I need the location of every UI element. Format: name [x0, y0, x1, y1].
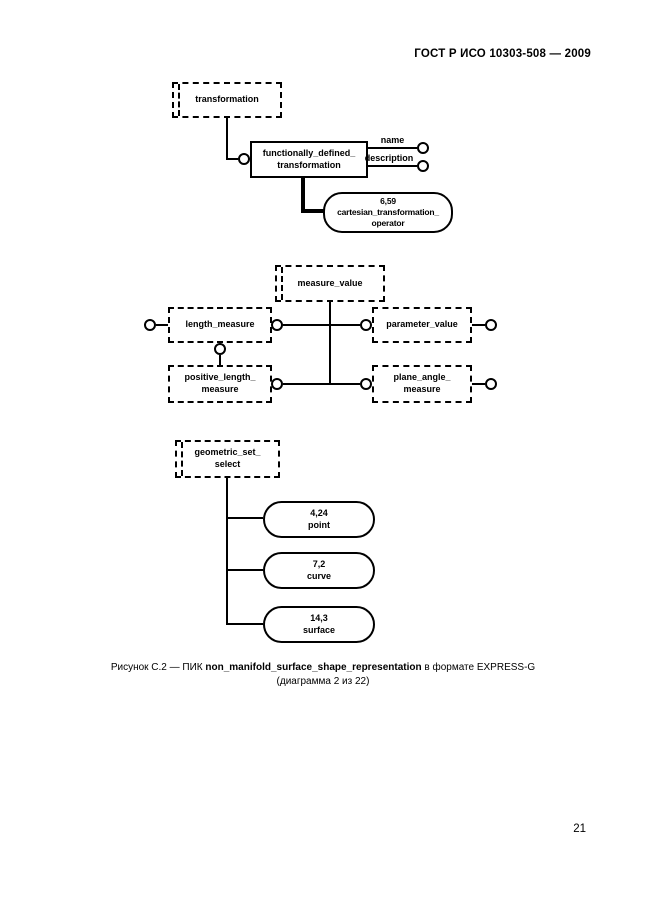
- connector-line: [472, 324, 485, 326]
- node-label-line2: select: [214, 459, 241, 469]
- node-label: transformation: [195, 94, 259, 105]
- relation-circle: [360, 319, 372, 331]
- pageref-number: 4,24: [310, 507, 328, 518]
- node-label-line1: positive_length_: [184, 372, 256, 383]
- pageref-number: 7,2: [312, 558, 326, 569]
- caption-line1: Рисунок С.2 — ПИК non_manifold_surface_s…: [0, 661, 646, 675]
- select-type-bar: [178, 84, 180, 116]
- node-label: surface: [302, 624, 336, 635]
- attribute-label-name: name: [380, 135, 405, 145]
- attribute-label-description: description: [364, 153, 414, 163]
- terminator-circle: [485, 378, 497, 390]
- pageref-number: 14,3: [310, 612, 328, 623]
- connector-line: [156, 324, 168, 326]
- node-label-line2: measure: [403, 384, 441, 394]
- node-label-line1: plane_angle_: [393, 372, 451, 383]
- attribute-circle: [417, 160, 429, 172]
- pageref-box-curve: 7,2 curve: [263, 552, 375, 589]
- relation-circle: [144, 319, 156, 331]
- type-box-plane-angle-measure: plane_angle_ measure: [372, 365, 472, 403]
- pageref-number: 6,59: [380, 195, 396, 206]
- node-label: length_measure: [185, 319, 255, 330]
- pageref-box-surface: 14,3 surface: [263, 606, 375, 643]
- connector-line: [219, 355, 221, 365]
- connector-line: [283, 383, 360, 385]
- entity-box-functionally-defined-transformation: functionally_defined_ transformation: [250, 141, 368, 178]
- relation-circle: [360, 378, 372, 390]
- terminator-circle: [485, 319, 497, 331]
- type-box-parameter-value: parameter_value: [372, 307, 472, 343]
- connector-line: [226, 158, 238, 160]
- connector-line: [472, 383, 485, 385]
- relation-circle: [214, 343, 226, 355]
- node-label-line2: transformation: [277, 159, 341, 170]
- node-label: point: [308, 519, 330, 530]
- select-box-measure-value: measure_value: [275, 265, 385, 302]
- pageref-box-point: 4,24 point: [263, 501, 375, 538]
- node-label: parameter_value: [386, 319, 458, 330]
- connector-line: [226, 623, 263, 625]
- subtype-line-thick: [301, 209, 325, 213]
- select-type-bar: [181, 442, 183, 476]
- connector-line: [283, 324, 360, 326]
- type-box-length-measure: length_measure: [168, 307, 272, 343]
- node-label-line2: measure: [201, 384, 239, 394]
- connector-line: [226, 517, 263, 519]
- node-label-line1: functionally_defined_: [262, 147, 356, 158]
- type-box-positive-length-measure: positive_length_ measure: [168, 365, 272, 403]
- connector-trunk: [226, 478, 228, 625]
- connector-line: [226, 569, 263, 571]
- connector-trunk: [329, 302, 331, 385]
- subtype-line-thick: [301, 176, 305, 213]
- select-type-bar: [281, 267, 283, 300]
- page-header: ГОСТ Р ИСО 10303-508 — 2009: [414, 48, 591, 60]
- page-number: 21: [573, 823, 586, 835]
- node-label: curve: [306, 570, 332, 581]
- attribute-circle: [417, 142, 429, 154]
- relation-circle: [271, 378, 283, 390]
- relation-circle: [238, 153, 250, 165]
- attribute-line: [368, 165, 417, 167]
- node-label-line1: cartesian_transformation_: [337, 206, 439, 217]
- node-label-line2: operator: [371, 218, 405, 229]
- select-box-geometric-set-select: geometric_set_ select: [175, 440, 280, 478]
- figure-caption: Рисунок С.2 — ПИК non_manifold_surface_s…: [0, 661, 646, 689]
- attribute-line: [368, 147, 417, 149]
- connector-line: [226, 118, 228, 160]
- caption-prefix: Рисунок С.2 — ПИК: [110, 662, 206, 673]
- pageref-box-cartesian-transformation-operator: 6,59 cartesian_transformation_ operator: [323, 192, 453, 233]
- caption-entity-name: non_manifold_surface_shape_representatio…: [205, 662, 422, 673]
- caption-suffix: в формате EXPRESS-G: [421, 662, 536, 673]
- relation-circle: [271, 319, 283, 331]
- node-label-line1: geometric_set_: [194, 447, 261, 458]
- node-label: measure_value: [297, 277, 363, 288]
- caption-line2: (диаграмма 2 из 22): [276, 676, 370, 687]
- type-box-transformation: transformation: [172, 82, 282, 118]
